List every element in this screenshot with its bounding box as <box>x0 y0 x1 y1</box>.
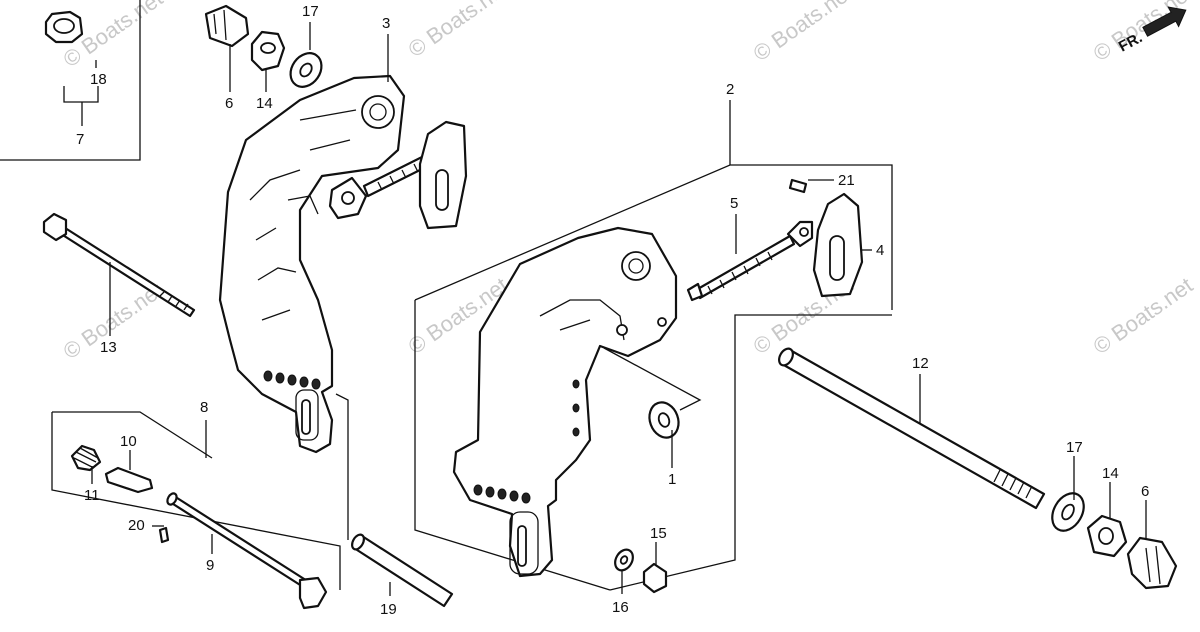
callout-9: 9 <box>206 557 214 574</box>
callout-20: 20 <box>128 517 145 534</box>
nut-cap-right <box>1126 536 1178 590</box>
callout-14: 14 <box>256 95 273 112</box>
group-lines-top-left <box>0 0 141 161</box>
watermark: © Boats.net <box>404 0 513 62</box>
callout-6: 6 <box>225 95 233 112</box>
callout-10: 10 <box>120 433 137 450</box>
washer-16 <box>614 548 634 572</box>
nut-top <box>250 30 286 72</box>
collar-15 <box>642 562 668 594</box>
callout-18: 18 <box>90 71 107 88</box>
callout-4: 4 <box>876 242 884 259</box>
callout-7: 7 <box>76 131 84 148</box>
leader-lines <box>91 22 1147 596</box>
callouts: 18 7 6 14 17 3 2 21 5 4 13 12 1 17 14 6 … <box>76 3 1149 618</box>
callout-16: 16 <box>612 599 629 616</box>
cotter-pin-21 <box>788 178 808 194</box>
pin-19-leader <box>335 393 349 540</box>
callout-21: 21 <box>838 172 855 189</box>
stern-bracket-left <box>218 74 468 454</box>
callout-15: 15 <box>650 525 667 542</box>
watermark: © Boats.net <box>1089 272 1198 359</box>
callout-1: 1 <box>668 471 676 488</box>
callout-17b: 17 <box>1066 439 1083 456</box>
pin-20 <box>158 526 170 544</box>
clamp-screw <box>686 220 814 302</box>
callout-12: 12 <box>912 355 929 372</box>
callout-17: 17 <box>302 3 319 20</box>
bushing-top-left <box>44 10 84 44</box>
nut-cap-top <box>204 4 250 48</box>
watermark: © Boats.net <box>749 0 858 66</box>
tilt-tube <box>778 347 1046 510</box>
callout-2: 2 <box>726 81 734 98</box>
pin-19 <box>351 533 454 608</box>
clamp-handle <box>812 192 864 298</box>
tilt-holes-left <box>263 370 321 390</box>
callout-8: 8 <box>200 399 208 416</box>
washer-top <box>289 52 323 88</box>
stern-bracket-right <box>452 226 678 578</box>
group-lines-right <box>414 100 893 591</box>
washer-right <box>1051 492 1085 532</box>
plate-10 <box>104 466 154 494</box>
nut-right <box>1086 514 1128 558</box>
through-bolt <box>42 212 196 318</box>
lock-rod-9 <box>166 492 328 610</box>
spring-11 <box>70 444 102 472</box>
callout-14b: 14 <box>1102 465 1119 482</box>
callout-6b: 6 <box>1141 483 1149 500</box>
callout-5: 5 <box>730 195 738 212</box>
callout-19: 19 <box>380 601 397 618</box>
adjust-holes-right <box>473 484 531 504</box>
washer-1 <box>648 401 680 439</box>
callout-3: 3 <box>382 15 390 32</box>
callout-11: 11 <box>84 487 100 504</box>
washer-1-leader <box>603 347 702 411</box>
callout-13: 13 <box>100 339 117 356</box>
